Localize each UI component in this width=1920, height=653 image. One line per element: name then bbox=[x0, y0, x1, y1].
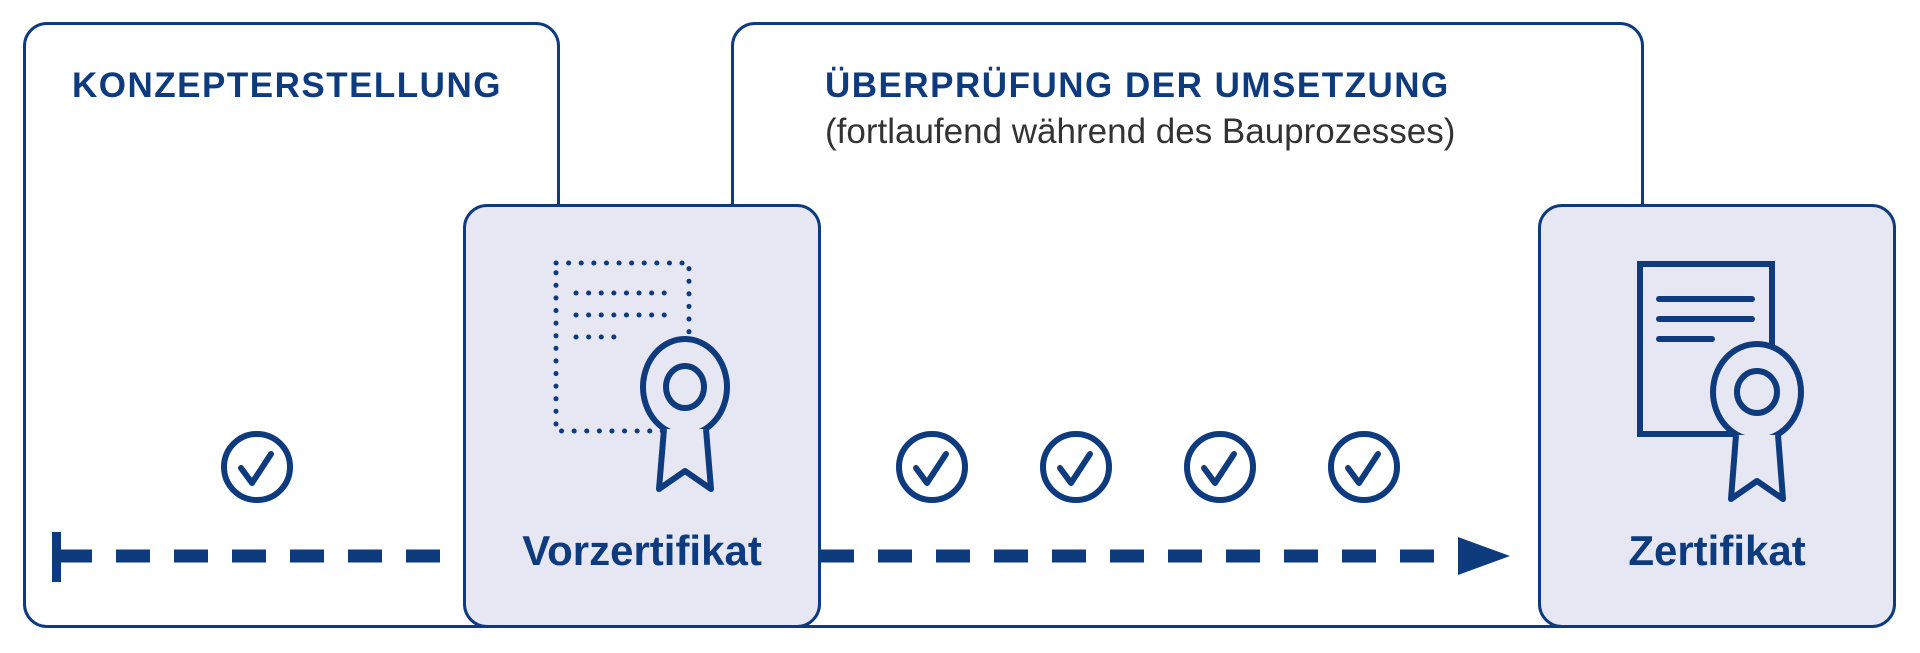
milestone-certificate: Zertifikat bbox=[1538, 204, 1896, 628]
check-icon bbox=[1184, 431, 1256, 503]
milestone-label-certificate: Zertifikat bbox=[1628, 527, 1806, 574]
milestone-pre-certificate: Vorzertifikat bbox=[463, 204, 821, 628]
phase-subtitle-review: (fortlaufend während des Bauprozesses) bbox=[825, 112, 1456, 151]
certificate-icon bbox=[1637, 261, 1804, 502]
phase-title-review: ÜBERPRÜFUNG DER UMSETZUNG bbox=[825, 66, 1450, 105]
check-icon bbox=[1040, 431, 1112, 503]
check-icon bbox=[1328, 431, 1400, 503]
check-icon bbox=[221, 431, 293, 503]
phase-title-concept: KONZEPTERSTELLUNG bbox=[72, 66, 502, 105]
milestone-label-pre-certificate: Vorzertifikat bbox=[522, 527, 762, 574]
draft-certificate-icon bbox=[553, 260, 730, 492]
check-icon bbox=[896, 431, 968, 503]
phase-box-review bbox=[731, 22, 1644, 628]
